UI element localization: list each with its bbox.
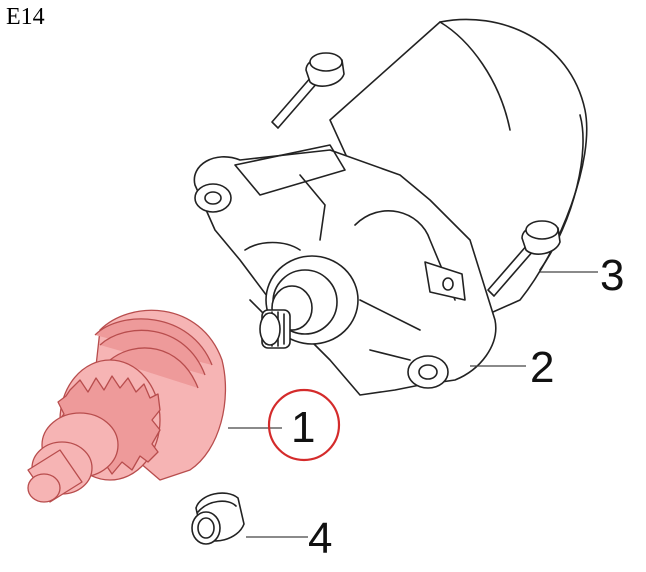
drive-gear-part[interactable] [27, 309, 227, 503]
bolt-part-upper[interactable] [271, 52, 345, 129]
callout-2[interactable]: 2 [530, 343, 554, 392]
callout-4[interactable]: 4 [308, 514, 332, 563]
starter-motor-part[interactable] [193, 18, 623, 396]
bushing-part[interactable] [191, 492, 245, 545]
callout-3[interactable]: 3 [600, 251, 624, 300]
callout-highlight-circle [267, 388, 341, 462]
diagram-code: E14 [6, 4, 45, 30]
bolt-part-lower[interactable] [487, 220, 561, 297]
callout-1[interactable]: 1 [291, 403, 315, 452]
